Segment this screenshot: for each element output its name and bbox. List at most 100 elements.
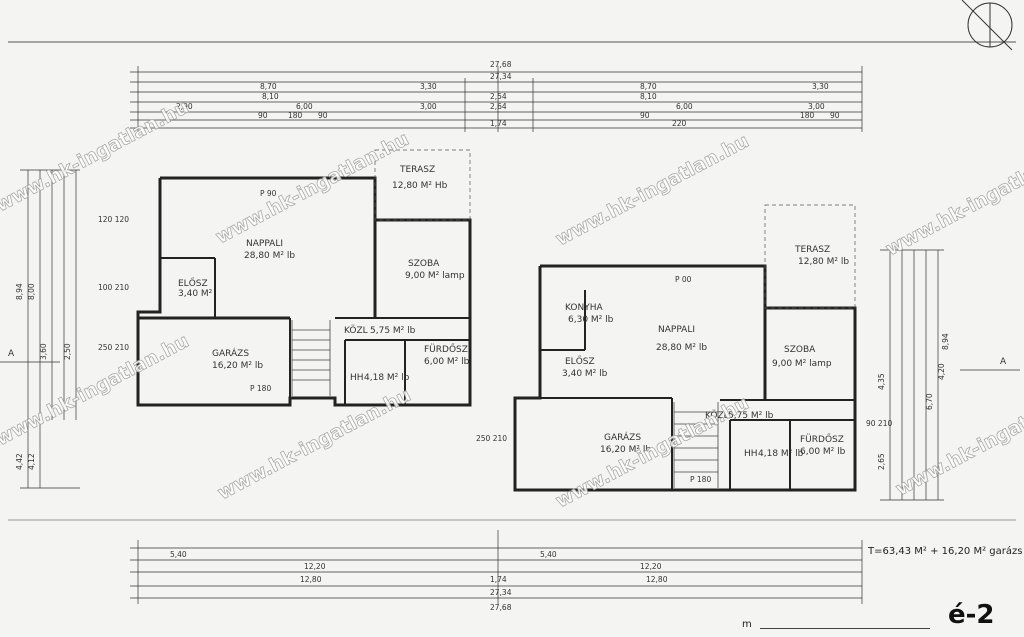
dim-top4-5: 90 [640,111,650,120]
left-window-dim: 120 120 [98,215,129,224]
right-furdo-area: 6,00 M² lb [800,447,846,457]
dim-top4-8: 90 [830,111,840,120]
right-terrace-outline [764,204,856,309]
left-terasz-name: TERASZ [399,165,435,175]
left-stair [291,320,331,396]
watermark-text: www.hk-ingatlan.hu [552,130,753,251]
dim-top4-3: 90 [318,111,328,120]
dim-top-1: 8,70 [260,82,277,91]
dim-top3-4: 2,64 [490,102,507,111]
right-konyha-name: KONYHA [565,303,603,313]
dim-bottom2-1: 12,80 [300,575,322,584]
right-szoba-area: 9,00 M² lamp [772,359,832,369]
watermark-text: www.hk-ingatlan.hu [552,392,753,513]
right-hh-name: HH [744,449,758,459]
left-door-dim: 100 210 [98,283,129,292]
left-nappali-name: NAPPALI [246,239,283,249]
dim-left-1: 8,94 [15,283,24,300]
left-garazs-area: 16,20 M² lb [212,361,263,371]
section-line-a [0,361,1020,371]
left-elosz-name: ELŐSZ [178,278,208,289]
right-elosz-name: ELŐSZ [565,356,595,367]
watermark-text: www.hk-ingatlan.hu [214,384,415,505]
right-opening-p00: P 00 [675,275,692,284]
left-opening-p90: P 90 [260,189,277,198]
watermark-group: www.hk-ingatlan.hu www.hk-ingatlan.hu ww… [0,95,1024,513]
bottom-dimension-chains [130,530,863,604]
north-arrow-icon [961,0,1013,51]
right-garazs-name: GARÁZS [604,431,641,443]
top-dimension-chains [130,66,863,132]
left-furdo-area: 6,00 M² lb [424,357,470,367]
dim-left-4: 4,12 [27,453,36,470]
dim-bottom2-2: 1,74 [490,575,507,584]
left-elosz-area: 3,40 M² [178,289,213,299]
right-hh-area: 4,18 M² lb [758,449,804,459]
dim-left-3: 4,42 [15,453,24,470]
right-stair [673,402,719,488]
dim-top-2: 3,30 [420,82,437,91]
dim-overall-top: 27,68 [490,60,512,69]
dim-left-2: 8,00 [27,283,36,300]
dim-top4-7: 180 [800,111,815,120]
right-terasz-area: 12,80 M² lb [798,257,849,267]
dim-top3-2: 6,00 [296,102,313,111]
right-nappali-area: 28,80 M² lb [656,343,707,353]
dim-right-1: 8,94 [941,333,950,350]
right-konyha-area: 6,30 M² lb [568,315,614,325]
dim-right-4: 4,20 [937,363,946,380]
dim-top-3: 8,70 [640,82,657,91]
dim-top2-2: 2,54 [490,92,507,101]
dim-right-5: 2,65 [877,453,886,470]
dim-top4-4: 1,74 [490,119,507,128]
right-garage-door-dim: 250 210 [476,434,507,443]
watermark-text: www.hk-ingatlan.hu [212,128,413,249]
dim-left-5: 3,60 [39,343,48,360]
dim-top3-1: 2,90 [176,102,193,111]
scale-line [760,628,930,629]
watermark-text: www.hk-ingatlan.hu [0,96,193,217]
left-hh-area: 4,18 M² lb [364,373,410,383]
right-kozl-name: KÖZL [705,410,729,421]
dim-bottom-1: 5,40 [170,550,187,559]
watermark-text: www.hk-ingatlan.hu [892,380,1024,501]
dim-overall-inner-top: 27,34 [490,72,512,81]
dim-top2-3: 8,10 [640,92,657,101]
right-kozl-area: 5,75 M² lb [728,411,774,421]
dim-left-6: 2,50 [63,343,72,360]
sheet-number: é-2 [948,600,995,630]
dim-top3-5: 6,00 [676,102,693,111]
watermark-text: www.hk-ingatlan.hu [0,330,193,451]
left-kozl-name: KÖZL [344,325,368,336]
dim-top4-2: 180 [288,111,303,120]
left-furdo-name: FÜRDŐSZ [424,344,468,355]
dim-top3-6: 3,00 [808,102,825,111]
dim-bottom3: 27,34 [490,588,512,597]
dim-right-2: 4,35 [877,373,886,390]
left-vertical-dimensions [20,169,80,489]
section-mark-left: A [8,349,15,359]
dim-bottom2-3: 12,80 [646,575,668,584]
dim-bottom-2: 12,20 [304,562,326,571]
dim-top2-1: 8,10 [262,92,279,101]
dim-right-3: 6,70 [925,393,934,410]
dim-bottom-3: 5,40 [540,550,557,559]
section-mark-right: A [1000,357,1007,367]
right-terasz-name: TERASZ [794,245,830,255]
left-szoba-name: SZOBA [408,259,440,269]
right-elosz-area: 3,40 M² lb [562,369,608,379]
dim-top4-6: 220 [672,119,687,128]
right-garazs-area: 16,20 M² lb [600,445,651,455]
left-terasz-area: 12,80 M² Hb [392,181,448,191]
left-nappali-area: 28,80 M² lb [244,251,295,261]
area-summary: T=63,43 M² + 16,20 M² garázs [868,546,1023,557]
dim-top4-1: 90 [258,111,268,120]
left-garage-door-dim: 250 210 [98,343,129,352]
left-szoba-area: 9,00 M² lamp [405,271,465,281]
left-opening-p180: P 180 [250,384,271,393]
watermark-text: www.hk-ingatlan.hu [882,140,1024,261]
left-garazs-name: GARÁZS [212,347,249,359]
left-kozl-area: 5,75 M² lb [370,326,416,336]
right-furdo-name: FÜRDŐSZ [800,434,844,445]
